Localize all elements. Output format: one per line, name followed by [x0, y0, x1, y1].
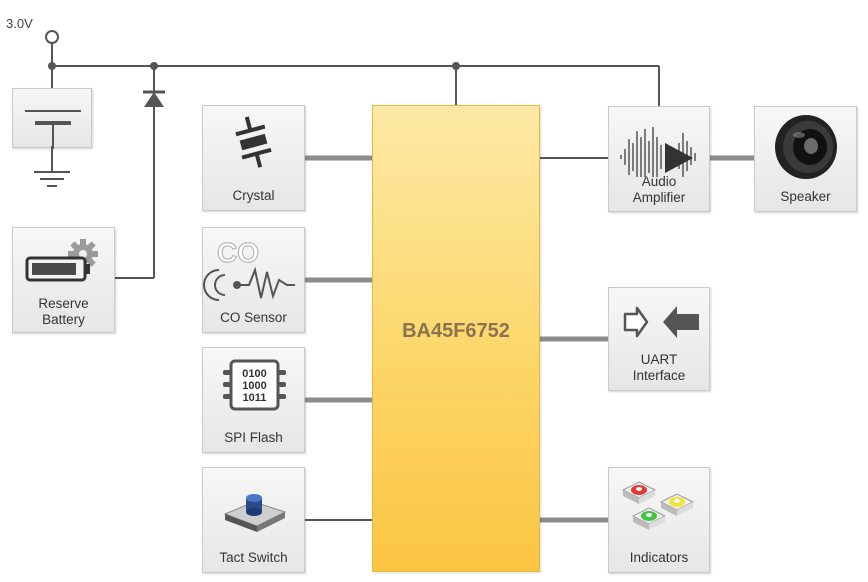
junction-dot: [150, 62, 158, 70]
mcu-label: BA45F6752: [402, 320, 510, 342]
chip-bits-row: 1011: [242, 392, 267, 404]
uart-label-line1: UART: [640, 352, 678, 367]
supply-capacitor-block: [12, 88, 92, 149]
crystal-label: Crystal: [232, 188, 275, 203]
indicators-block[interactable]: Indicators: [608, 467, 710, 573]
speaker-label: Speaker: [780, 189, 831, 204]
crystal-block[interactable]: Crystal: [202, 105, 305, 211]
reserve-battery-label: Reserve Battery: [13, 296, 114, 328]
amplifier-icon: [620, 127, 696, 177]
reserve-battery-label-line1: Reserve: [38, 296, 89, 311]
speaker-icon: [775, 115, 837, 179]
led-yellow: [659, 493, 695, 516]
audio-amplifier-label: Audio Amplifier: [609, 174, 709, 206]
co-sensor-label: CO Sensor: [220, 310, 287, 325]
co-sensor-icon: CO: [203, 236, 295, 301]
audio-amplifier-label-line1: Audio: [641, 174, 677, 189]
push-button-icon: [223, 494, 287, 532]
uart-interface-block[interactable]: UART Interface: [608, 287, 710, 391]
co-sensor-block[interactable]: CO CO Sensor: [202, 227, 305, 333]
leds-icon: [621, 481, 695, 530]
spi-flash-label: SPI Flash: [224, 430, 283, 445]
capacitor-icon: [25, 110, 81, 149]
junction-dot: [452, 62, 460, 70]
uart-label-line2: Interface: [632, 368, 686, 383]
ground-symbol-icon: [34, 146, 70, 187]
signal-wires: [305, 157, 608, 521]
led-red: [621, 481, 657, 504]
chip-icon: 0100 1000 1011: [223, 358, 286, 412]
speaker-block[interactable]: Speaker: [754, 106, 857, 212]
diode-icon: [143, 90, 165, 107]
reserve-battery-block[interactable]: Reserve Battery: [12, 227, 115, 333]
bus-connectors: [305, 155, 754, 523]
battery-gear-icon: [25, 239, 98, 282]
supply-terminal: [45, 30, 59, 44]
led-green: [631, 507, 667, 530]
co-text: CO: [217, 237, 259, 268]
arrows-icon: [623, 306, 699, 338]
spi-flash-block[interactable]: 0100 1000 1011 SPI Flash: [202, 347, 305, 453]
junction-dot: [48, 62, 56, 70]
reserve-battery-label-line2: Battery: [42, 312, 85, 327]
tact-switch-label: Tact Switch: [219, 550, 288, 565]
indicators-label: Indicators: [629, 550, 689, 565]
tact-switch-block[interactable]: Tact Switch: [202, 467, 305, 573]
mcu-block[interactable]: BA45F6752: [372, 105, 540, 572]
uart-interface-label: UART Interface: [609, 352, 709, 384]
audio-amplifier-label-line2: Amplifier: [632, 190, 686, 205]
voltage-label: 3.0V: [6, 16, 33, 31]
chip-bits-row: 0100: [242, 368, 267, 380]
crystal-icon: [235, 116, 272, 168]
audio-amplifier-block[interactable]: Audio Amplifier: [608, 106, 710, 212]
chip-bits-row: 1000: [242, 380, 267, 392]
